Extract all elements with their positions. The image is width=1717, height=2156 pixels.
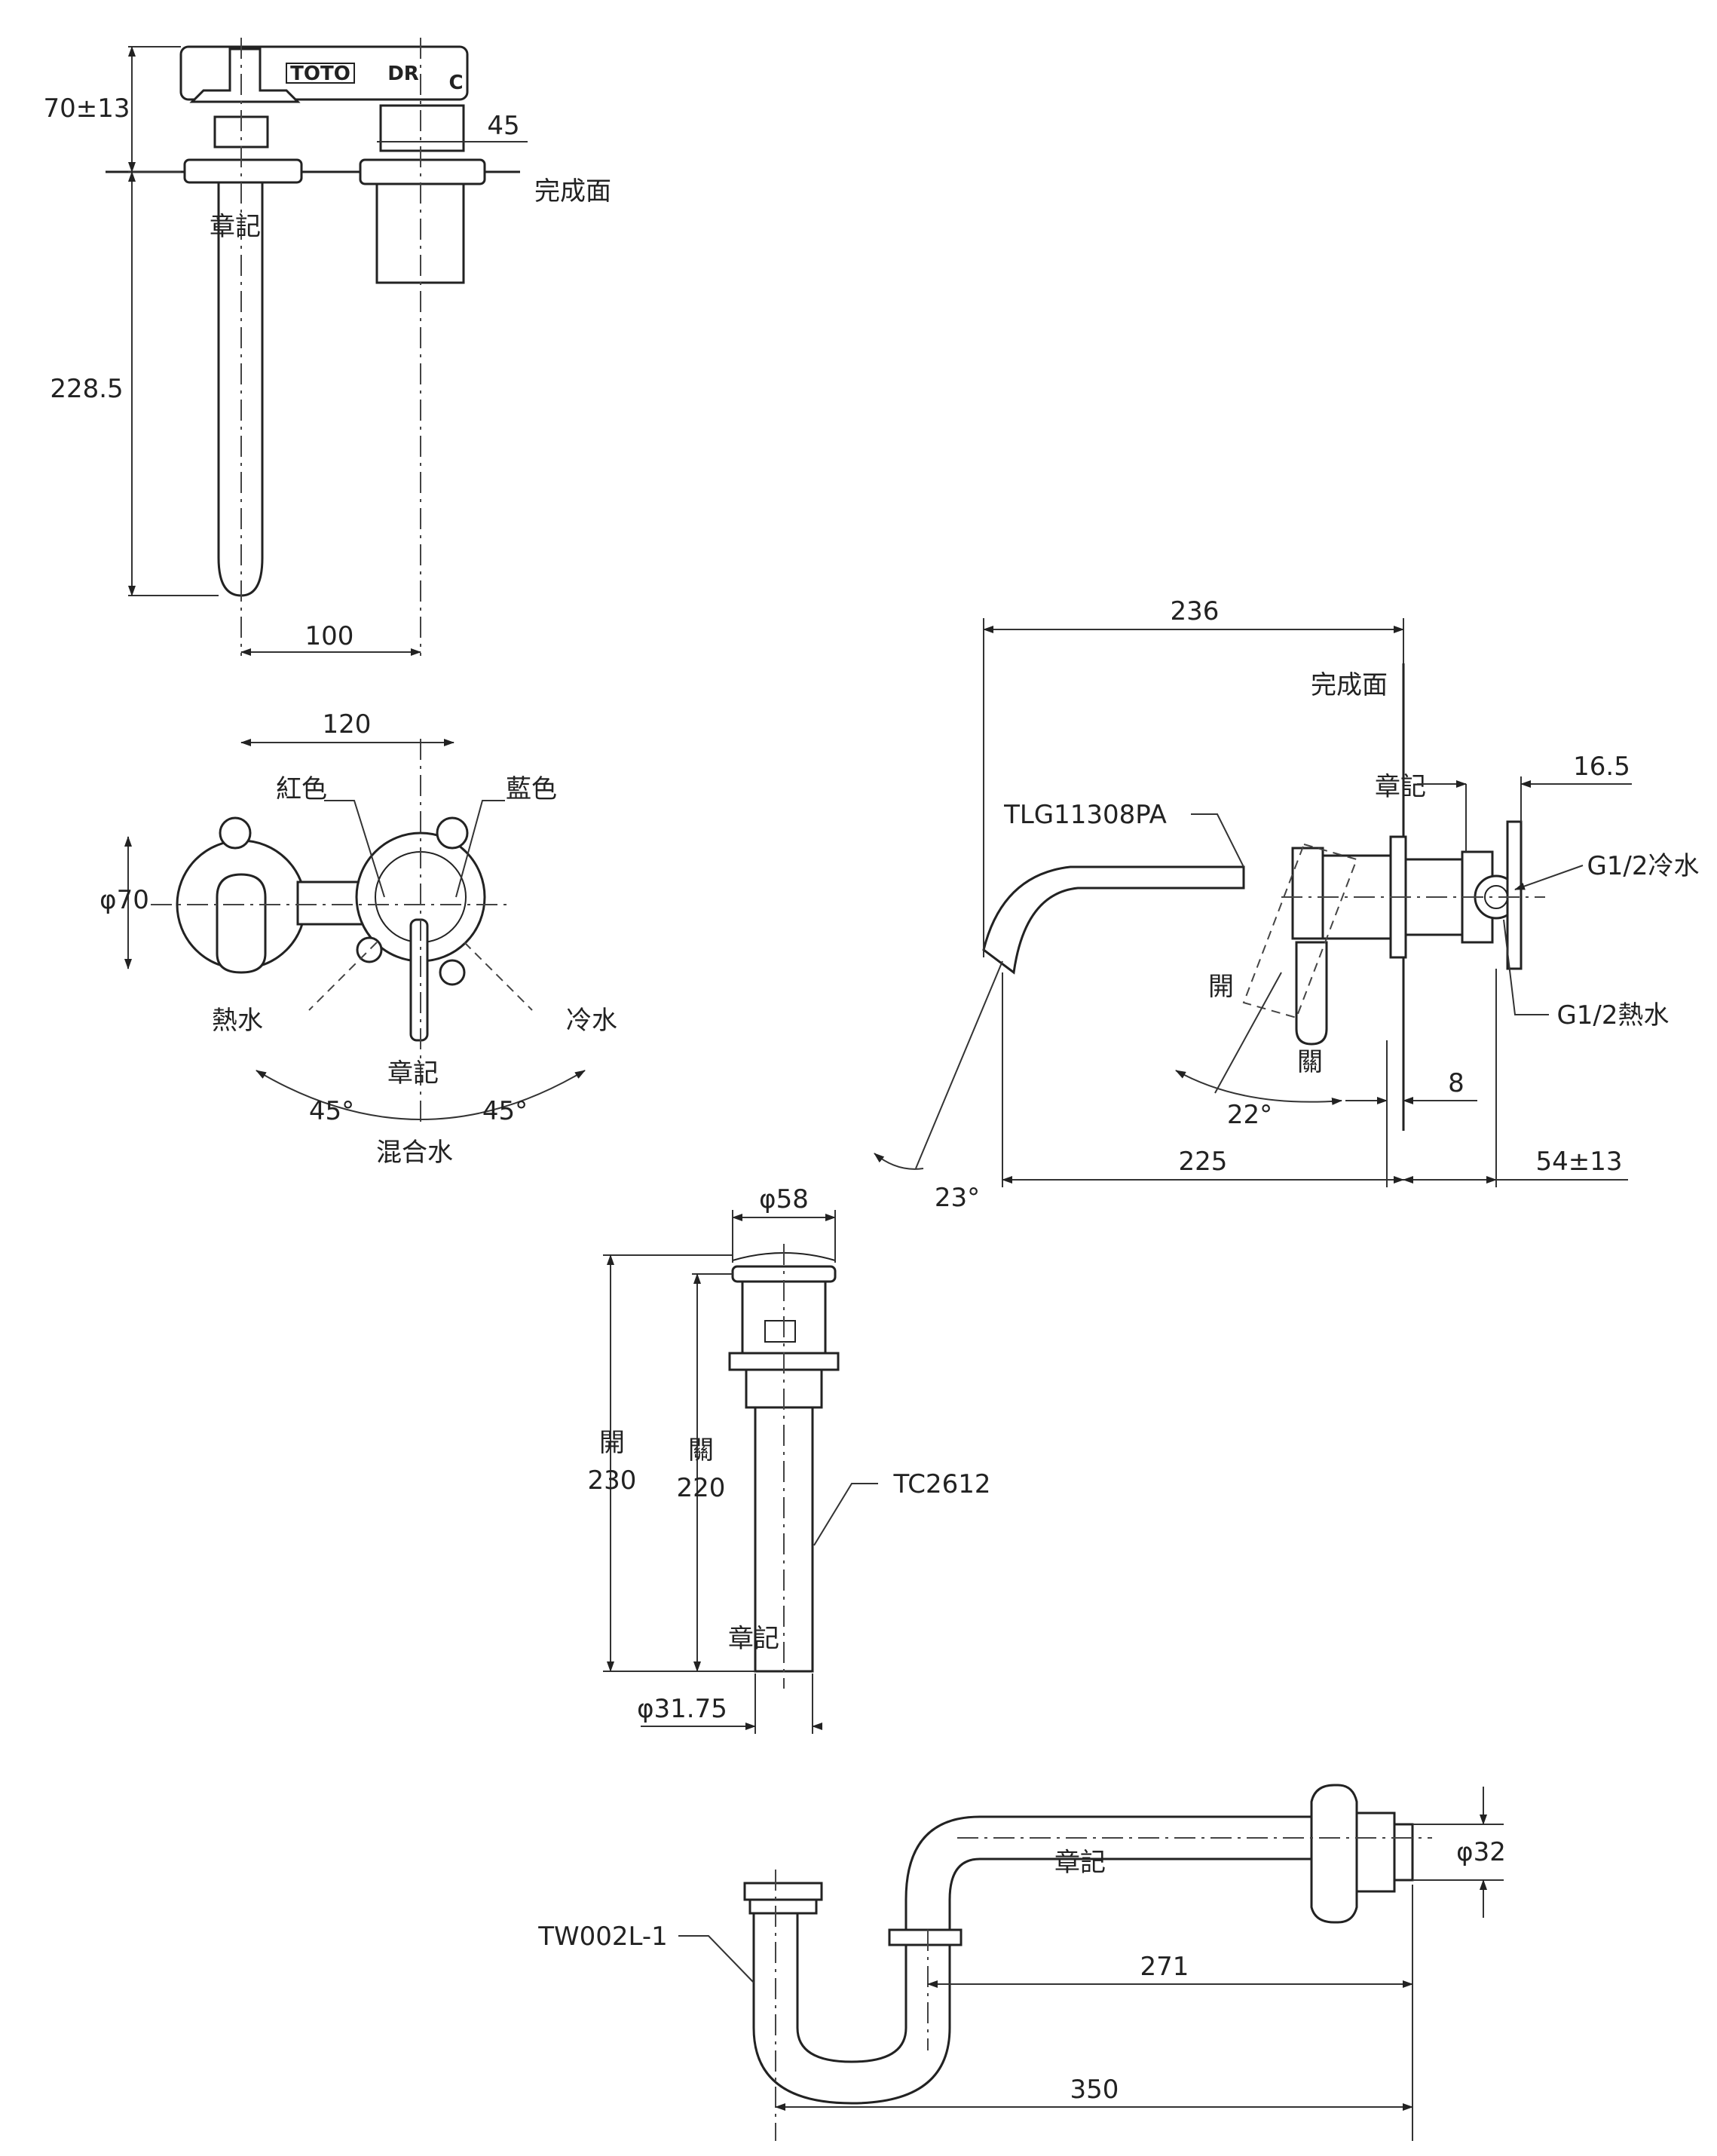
angle-arc [256,1070,586,1120]
valve-flange [359,158,486,185]
mark-label-drain: 章記 [728,1624,779,1654]
model-drain-label: TC2612 [892,1469,990,1499]
leader [1514,865,1584,890]
dim-54-label: 54±13 [1535,1147,1622,1177]
side-bracket [1506,820,1523,970]
finish-surface-label-side: 完成面 [1311,670,1388,700]
angle-45-left: 45° [309,1096,354,1126]
mount-ear [219,816,252,850]
dim-225-label: 225 [1179,1147,1228,1177]
leader [1503,919,1549,1015]
brand-plate [286,63,355,84]
dim-100-label: 100 [305,621,354,651]
dim-120-label: 120 [323,709,372,740]
spout-angle-line [915,960,1003,1169]
front-view: 120 φ70 紅色 藍色 熱水 冷水 章記 45° 45° 混合水 [99,709,617,1168]
trap-wall-end [1393,1823,1414,1882]
finish-surface-label-top: 完成面 [534,176,611,207]
dr-label: DR [387,63,419,85]
leader [1191,813,1244,868]
dim-phi58-label: φ58 [759,1184,809,1214]
angle-22-label: 22° [1227,1100,1272,1130]
dim-45-label: 45 [487,111,519,141]
hot-position [308,942,378,1011]
mixed-water-label: 混合水 [376,1138,453,1168]
leader [813,1483,878,1546]
trap-arm [904,1815,1313,1931]
lever [409,918,429,1042]
handle-cross [189,47,301,103]
angle-23-arc [874,1153,924,1170]
side-body [1291,847,1324,940]
dim-70-label: 70±13 [43,93,130,124]
mark-label-trap: 章記 [1054,1848,1106,1878]
trap-u-bend [752,1912,951,2105]
mark-label-side: 章記 [1375,772,1426,802]
mount-ear [436,816,469,850]
dim-3175-label: φ31.75 [637,1694,727,1724]
side-lever [1295,941,1328,1046]
dim-236-label: 236 [1171,596,1220,626]
mount-ear [439,959,466,986]
dim-16-label: 16.5 [1573,752,1630,782]
model-faucet-label: TLG11308PA [1003,800,1167,830]
trap-inlet-nut [743,1882,823,1901]
lever-open-position [1242,843,1358,1019]
spout-front [216,873,267,974]
angle-22-arc [1175,1070,1342,1105]
spout-flange [183,158,303,184]
model-trap-label: TW002L-1 [537,1922,668,1952]
mark-label-front: 章記 [387,1058,439,1089]
dim-phi70-label: φ70 [99,885,149,915]
drain-view: φ58 開 230 關 220 TC2612 章記 φ31.75 [588,1184,991,1734]
dim-220-label: 220 [677,1473,726,1503]
drain-window [764,1320,796,1343]
red-label: 紅色 [276,774,327,804]
open-label: 開 [1208,972,1234,1002]
cold-position [464,942,533,1011]
g12-cold-label: G1/2冷水 [1587,851,1699,881]
close-label-drain: 關 [688,1435,714,1465]
dim-228-label: 228.5 [50,374,123,404]
dim-230-label: 230 [588,1465,637,1496]
connector-bar [296,880,367,926]
dim-271-label: 271 [1140,1952,1189,1982]
side-view: 236 完成面 章記 16.5 TLG11308PA G1/2冷水 G1/2熱水… [874,596,1700,1213]
dim-8-label: 8 [1448,1068,1464,1098]
trap-wall-nut [1310,1784,1358,1924]
leader [324,800,385,898]
spout [217,181,264,597]
trap-nut [888,1928,963,1946]
cold-water-label: 冷水 [566,1006,617,1036]
hot-water-label: 熱水 [212,1006,263,1036]
close-label: 關 [1297,1047,1323,1077]
open-label-drain: 開 [599,1428,625,1458]
angle-23-label: 23° [935,1183,980,1213]
valve-cap [379,104,465,152]
trap-inlet-ring [748,1898,818,1915]
top-view: TOTO DR C 70±13 228.5 100 45 完成面 章記 [43,38,611,656]
trap-wall-thread [1355,1811,1396,1893]
angle-45-right: 45° [482,1096,528,1126]
dim-350-label: 350 [1070,2075,1119,2105]
side-spout [982,865,1245,975]
trap-view: φ32 章記 TW002L-1 271 350 [537,1784,1506,2141]
g12-hot-label: G1/2熱水 [1556,1000,1669,1031]
dim-32-label: φ32 [1456,1837,1506,1867]
leader [678,1935,754,1983]
leader [455,800,505,898]
brand-label: TOTO [290,63,350,85]
mark-label-top: 章記 [210,212,261,242]
c-label: C [448,72,463,94]
blue-label: 藍色 [506,774,557,804]
